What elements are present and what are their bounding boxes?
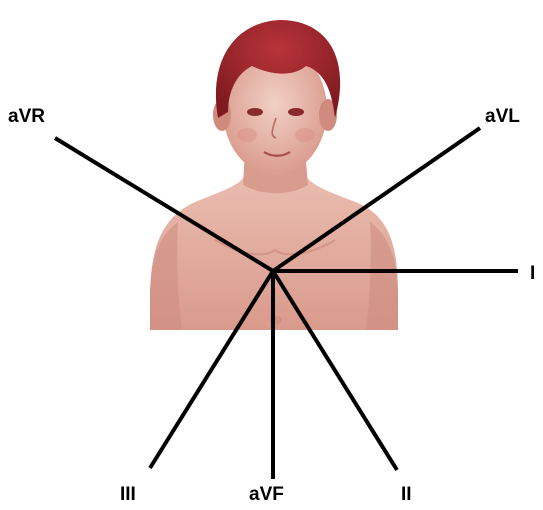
- right-arm-shadow: [366, 222, 398, 330]
- left-eye: [247, 108, 263, 116]
- left-arm-shadow: [150, 222, 182, 330]
- lead-label-ii: II: [401, 485, 412, 504]
- lead-label-iii: III: [120, 485, 136, 504]
- lead-label-i: I: [530, 264, 535, 283]
- right-eye: [288, 108, 304, 116]
- lead-label-avl: aVL: [485, 107, 520, 126]
- left-cheek: [237, 128, 257, 142]
- lead-label-avr: aVR: [8, 107, 45, 126]
- lead-label-avf: aVF: [249, 485, 284, 504]
- right-cheek: [295, 128, 315, 142]
